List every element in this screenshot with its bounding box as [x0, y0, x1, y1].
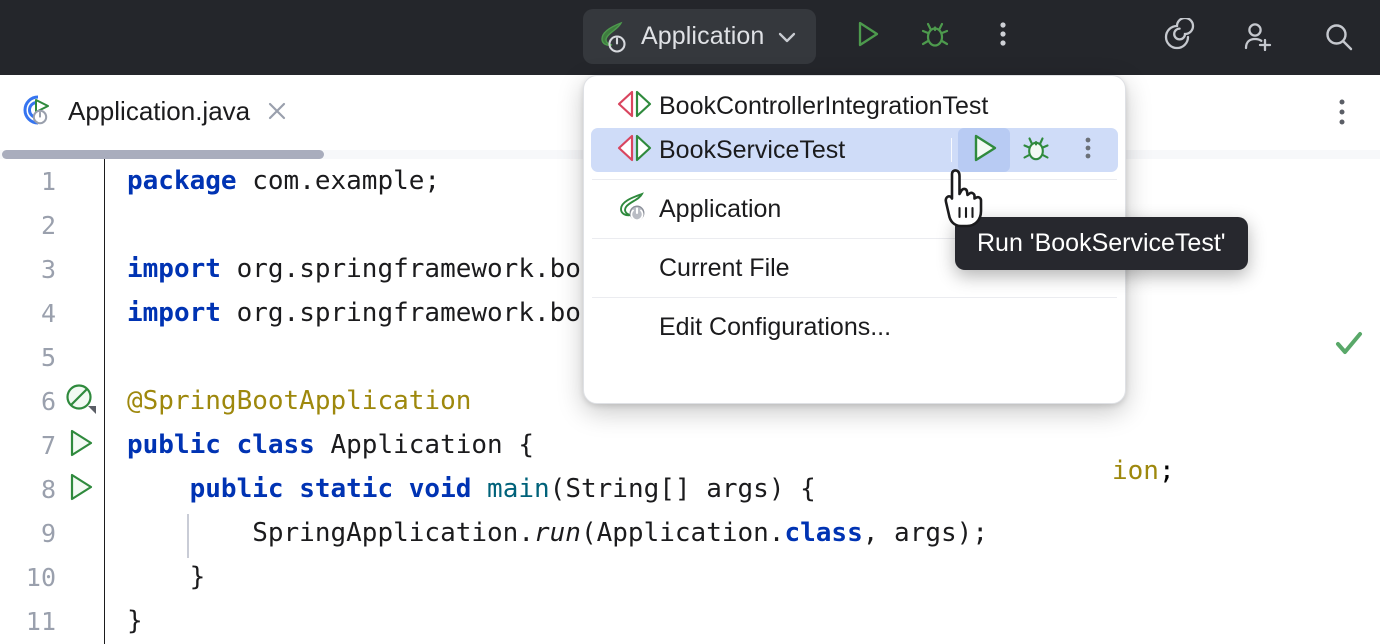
- run-button[interactable]: [958, 128, 1010, 172]
- toolbar-center-group: Application: [583, 9, 1030, 64]
- run-play-triangle-icon[interactable]: [56, 423, 104, 467]
- popup-item-application[interactable]: Application: [591, 187, 1118, 231]
- code-line-text: public static void main(String[] args) {: [189, 474, 816, 504]
- gutter-icon-empty: [56, 291, 104, 335]
- search-icon[interactable]: [1312, 9, 1366, 64]
- checkmark-icon[interactable]: [1333, 327, 1365, 359]
- gutter-icon-empty: [56, 203, 104, 247]
- gutter-icon-empty: [56, 511, 104, 555]
- code-line[interactable]: 10 }: [0, 555, 1380, 599]
- code-line-text: }: [127, 562, 206, 592]
- play-triangle-icon: [850, 17, 884, 56]
- code-line-text: public class Application {: [127, 430, 534, 460]
- code-line-text: import org.springframework.bo: [127, 298, 581, 328]
- line-number: 10: [25, 562, 56, 592]
- spring-boot-leaf-icon: [615, 187, 655, 231]
- gutter-icon-empty: [56, 555, 104, 599]
- java-spring-class-icon: [18, 93, 54, 129]
- vertical-dots-icon: [989, 17, 1017, 56]
- code-line-4-tail: ion;: [1112, 456, 1175, 486]
- run-button[interactable]: [840, 9, 894, 64]
- run-button-tooltip: Run 'BookServiceTest': [955, 217, 1248, 270]
- line-number: 11: [25, 606, 56, 636]
- editor-horizontal-scrollbar-thumb[interactable]: [2, 150, 324, 159]
- gutter-divider: [104, 159, 105, 644]
- more-actions-button[interactable]: [976, 9, 1030, 64]
- popup-separator: [592, 238, 1117, 239]
- editor-tab-label: Application.java: [68, 95, 251, 126]
- code-line[interactable]: 7 public class Application {: [0, 423, 1380, 467]
- code-line[interactable]: 8 public static void main(String[] args)…: [0, 467, 1380, 511]
- code-line[interactable]: 9 SpringApplication.run(Application.clas…: [0, 511, 1380, 555]
- indent-guide: [187, 514, 189, 558]
- popup-item-bookcontrollerintegrationtest[interactable]: BookControllerIntegrationTest: [591, 84, 1118, 128]
- line-number: 3: [40, 254, 56, 284]
- line-number: 4: [40, 298, 56, 328]
- popup-item-label: Edit Configurations...: [659, 312, 892, 341]
- line-number: 6: [40, 386, 56, 416]
- code-line[interactable]: 5: [0, 335, 1380, 379]
- junit-test-run-icon: [615, 128, 655, 172]
- code-line[interactable]: 2: [0, 203, 1380, 247]
- popup-separator: [592, 297, 1117, 298]
- run-configuration-selector[interactable]: Application: [583, 9, 817, 64]
- code-line[interactable]: 6 @SpringBootApplication: [0, 379, 1380, 423]
- code-line[interactable]: 4 import org.springframework.bo: [0, 291, 1380, 335]
- code-line-text: package com.example;: [127, 166, 441, 196]
- popup-item-current-file[interactable]: Current File: [591, 246, 1118, 290]
- close-icon[interactable]: [264, 98, 290, 124]
- toolbar-right-group: [1150, 9, 1366, 64]
- gutter-icon-empty: [56, 159, 104, 203]
- code-line[interactable]: 1 package com.example;: [0, 159, 1380, 203]
- chevron-down-icon: [774, 24, 800, 50]
- popup-item-label: BookServiceTest: [659, 135, 846, 164]
- code-line-text: }: [127, 606, 143, 636]
- code-line-text: @SpringBootApplication: [127, 386, 472, 416]
- editor-tab-options-button[interactable]: [1328, 95, 1356, 129]
- bug-icon: [1019, 131, 1053, 170]
- gutter-icon-empty: [56, 335, 104, 379]
- line-number: 5: [40, 342, 56, 372]
- ai-assistant-icon[interactable]: [1150, 9, 1204, 64]
- main-toolbar: Application: [0, 0, 1380, 75]
- popup-item-actions: [951, 128, 1114, 172]
- code-line[interactable]: 11}: [0, 599, 1380, 643]
- junit-test-run-icon: [615, 84, 655, 128]
- code-line-text: import org.springframework.bo: [127, 254, 581, 284]
- line-number: 1: [40, 166, 56, 196]
- popup-item-bookservicetest[interactable]: BookServiceTest: [591, 128, 1118, 172]
- popup-item-label: BookControllerIntegrationTest: [659, 91, 989, 120]
- code-line[interactable]: 3 import org.springframework.bo: [0, 247, 1380, 291]
- code-line-text: SpringApplication.run(Application.class,…: [127, 518, 988, 548]
- gutter-icon-empty: [56, 599, 104, 643]
- spring-boot-leaf-icon: [597, 20, 631, 54]
- line-number: 8: [40, 474, 56, 504]
- line-number: 7: [40, 430, 56, 460]
- action-separator: [951, 138, 952, 162]
- run-configuration-label: Application: [641, 22, 765, 50]
- vertical-dots-icon: [1075, 131, 1101, 170]
- popup-item-label: Current File: [659, 253, 790, 282]
- bug-icon: [918, 17, 952, 56]
- run-play-triangle-icon[interactable]: [56, 467, 104, 511]
- gutter-icon-empty: [56, 247, 104, 291]
- no-entry-circle-icon[interactable]: [56, 379, 104, 423]
- debug-button[interactable]: [1010, 128, 1062, 172]
- line-number: 9: [40, 518, 56, 548]
- play-triangle-icon: [967, 131, 1001, 170]
- editor-tab-application-java[interactable]: Application.java: [18, 89, 290, 133]
- debug-button[interactable]: [908, 9, 962, 64]
- line-number: 2: [40, 210, 56, 240]
- popup-item-label: Application: [659, 194, 782, 223]
- more-button[interactable]: [1062, 128, 1114, 172]
- popup-item-edit-configurations[interactable]: Edit Configurations...: [591, 305, 1118, 349]
- add-user-icon[interactable]: [1231, 9, 1285, 64]
- popup-separator: [592, 179, 1117, 180]
